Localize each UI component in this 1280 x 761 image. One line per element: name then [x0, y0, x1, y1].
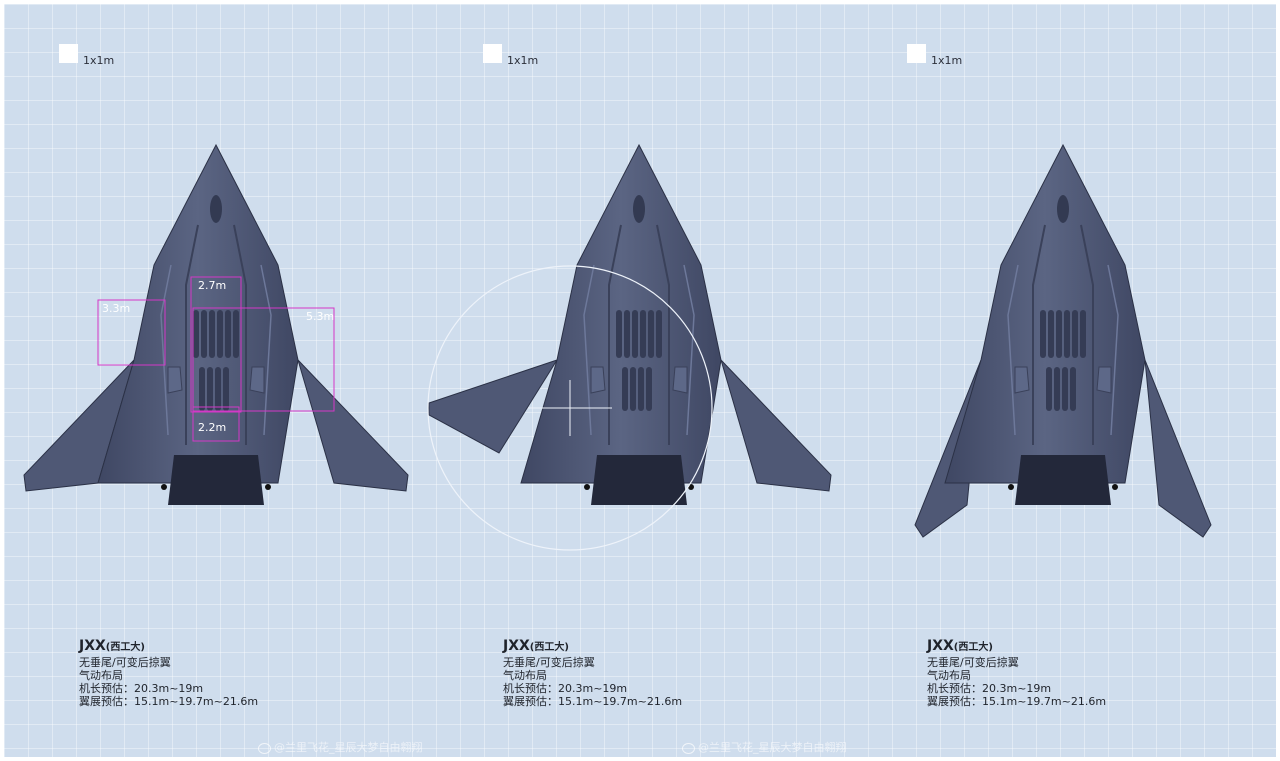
- spec-line: 机长预估：20.3m~19m: [927, 682, 1052, 695]
- spec-line: 翼展预估：15.1m~19.7m~21.6m: [79, 695, 259, 708]
- aircraft-title: JXX(西工大): [79, 638, 145, 654]
- spec-block-1: JXX(西工大) 无垂尾/可变后掠翼 气动布局 机长预估：20.3m~19m 翼…: [79, 638, 258, 708]
- scale-label: 1x1m: [931, 54, 963, 67]
- weibo-icon: [258, 742, 271, 754]
- spec-line: 气动布局: [79, 669, 123, 682]
- dimension-label-2-7m: 2.7m: [198, 279, 226, 292]
- spec-line: 气动布局: [503, 669, 547, 682]
- scale-label: 1x1m: [83, 54, 115, 67]
- dimension-box-2-2m: [192, 406, 240, 442]
- dimension-box-3-3m: [97, 299, 166, 366]
- dimension-label-2-2m: 2.2m: [198, 421, 226, 434]
- dimension-box-2-7m: [190, 276, 242, 413]
- scale-label: 1x1m: [507, 54, 539, 67]
- spec-line: 气动布局: [927, 669, 971, 682]
- scale-square-icon: [907, 44, 926, 63]
- aircraft-panel-2: [428, 144, 832, 506]
- aircraft-title: JXX(西工大): [927, 638, 993, 654]
- spec-block-2: JXX(西工大) 无垂尾/可变后掠翼 气动布局 机长预估：20.3m~19m 翼…: [503, 638, 682, 708]
- sweep-radius-circle: [427, 265, 713, 551]
- spec-line: 机长预估：20.3m~19m: [503, 682, 628, 695]
- watermark-2: @兰里飞花_星辰大梦自由翱翔: [682, 739, 847, 755]
- aircraft-panel-1: [23, 144, 409, 506]
- spec-block-3: JXX(西工大) 无垂尾/可变后掠翼 气动布局 机长预估：20.3m~19m 翼…: [927, 638, 1106, 708]
- scale-square-icon: [59, 44, 78, 63]
- dimension-label-3-3m: 3.3m: [102, 302, 130, 315]
- weibo-icon: [682, 742, 695, 754]
- spec-line: 翼展预估：15.1m~19.7m~21.6m: [503, 695, 683, 708]
- spec-line: 无垂尾/可变后掠翼: [79, 656, 171, 669]
- dimension-box-5-3m: [192, 307, 335, 412]
- watermark-1: @兰里飞花_星辰大梦自由翱翔: [258, 739, 423, 755]
- spec-line: 翼展预估：15.1m~19.7m~21.6m: [927, 695, 1107, 708]
- spec-line: 无垂尾/可变后掠翼: [927, 656, 1019, 669]
- dimension-label-5-3m: 5.3m: [306, 310, 334, 323]
- aircraft-title: JXX(西工大): [503, 638, 569, 654]
- aircraft-panel-3: [914, 144, 1212, 538]
- dimension-boxes: [97, 276, 335, 442]
- scale-square-icon: [483, 44, 502, 63]
- spec-line: 机长预估：20.3m~19m: [79, 682, 204, 695]
- spec-line: 无垂尾/可变后掠翼: [503, 656, 595, 669]
